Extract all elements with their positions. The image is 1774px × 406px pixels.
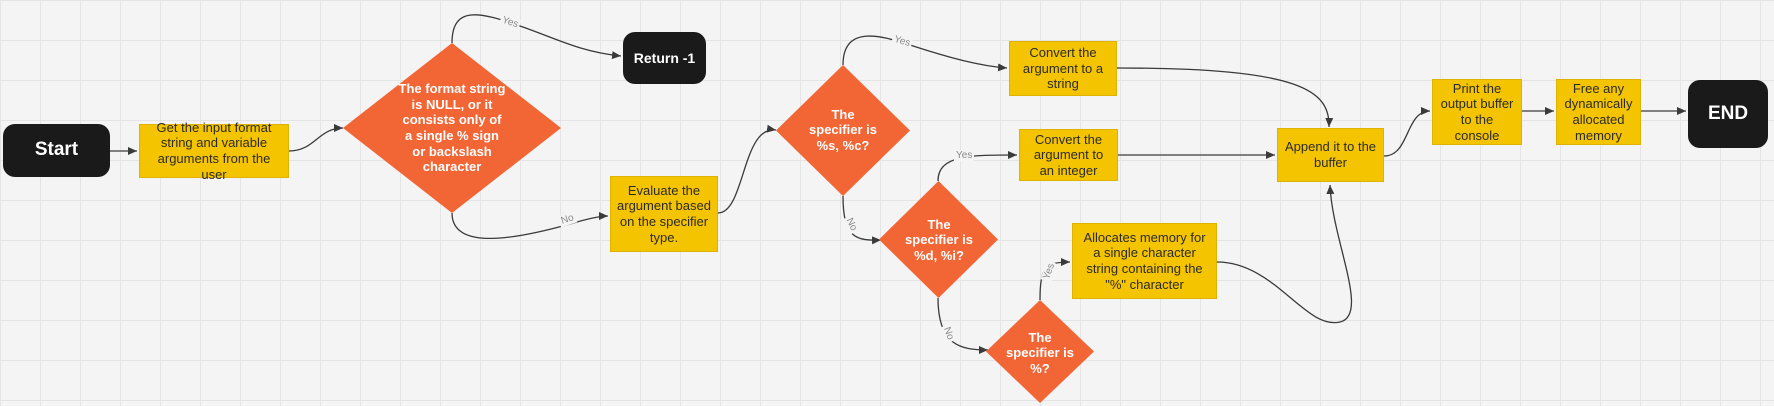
start-terminal[interactable]: Start bbox=[3, 124, 110, 177]
edge-append-to-print bbox=[1383, 107, 1431, 157]
specifier-s-c-decision[interactable]: The specifier is %s, %c? bbox=[776, 65, 910, 196]
free-memory-step[interactable]: Free any dynamically allocated memory bbox=[1556, 79, 1641, 145]
edge-alloc-to-append bbox=[1216, 184, 1353, 324]
print-buffer-step[interactable]: Print the output buffer to the console bbox=[1432, 79, 1522, 145]
edge-evaluate-to-sc-check bbox=[717, 124, 777, 214]
return-minus-one-terminal[interactable]: Return -1 bbox=[623, 32, 706, 84]
edge-sc-no bbox=[842, 195, 882, 245]
allocate-percent-step[interactable]: Allocates memory for a single character … bbox=[1072, 223, 1217, 299]
convert-to-integer-step[interactable]: Convert the argument to an integer bbox=[1019, 129, 1118, 181]
edge-di-no bbox=[937, 297, 989, 354]
get-input-step[interactable]: Get the input format string and variable… bbox=[139, 120, 289, 182]
specifier-s-c-decision-label: The specifier is %s, %c? bbox=[809, 106, 877, 153]
append-to-buffer-step[interactable]: Append it to the buffer bbox=[1277, 128, 1384, 182]
null-format-decision[interactable]: The format string is NULL, or it consist… bbox=[343, 43, 561, 213]
edge-null-yes bbox=[451, 14, 622, 60]
edge-input-to-null-check bbox=[288, 124, 344, 152]
null-format-decision-label: The format string is NULL, or it consist… bbox=[398, 81, 506, 175]
decision-diamond-shape bbox=[986, 300, 1094, 403]
edge-string-to-append bbox=[1116, 67, 1334, 128]
specifier-d-i-decision[interactable]: The specifier is %d, %i? bbox=[879, 181, 998, 298]
end-terminal[interactable]: END bbox=[1688, 80, 1768, 148]
edge-null-no bbox=[451, 212, 609, 239]
specifier-percent-decision-label: The specifier is %? bbox=[1006, 329, 1074, 376]
edge-sc-yes bbox=[842, 35, 1008, 72]
edge-label-di-yes: Yes bbox=[954, 150, 975, 161]
evaluate-argument-step[interactable]: Evaluate the argument based on the speci… bbox=[610, 176, 718, 252]
edge-di-yes bbox=[937, 151, 1018, 182]
specifier-percent-decision[interactable]: The specifier is %? bbox=[986, 300, 1094, 403]
decision-diamond-shape bbox=[879, 181, 998, 298]
convert-to-string-step[interactable]: Convert the argument to a string bbox=[1009, 41, 1117, 96]
decision-diamond-shape bbox=[343, 43, 561, 213]
decision-diamond-shape bbox=[776, 65, 910, 196]
specifier-d-i-decision-label: The specifier is %d, %i? bbox=[905, 216, 973, 263]
